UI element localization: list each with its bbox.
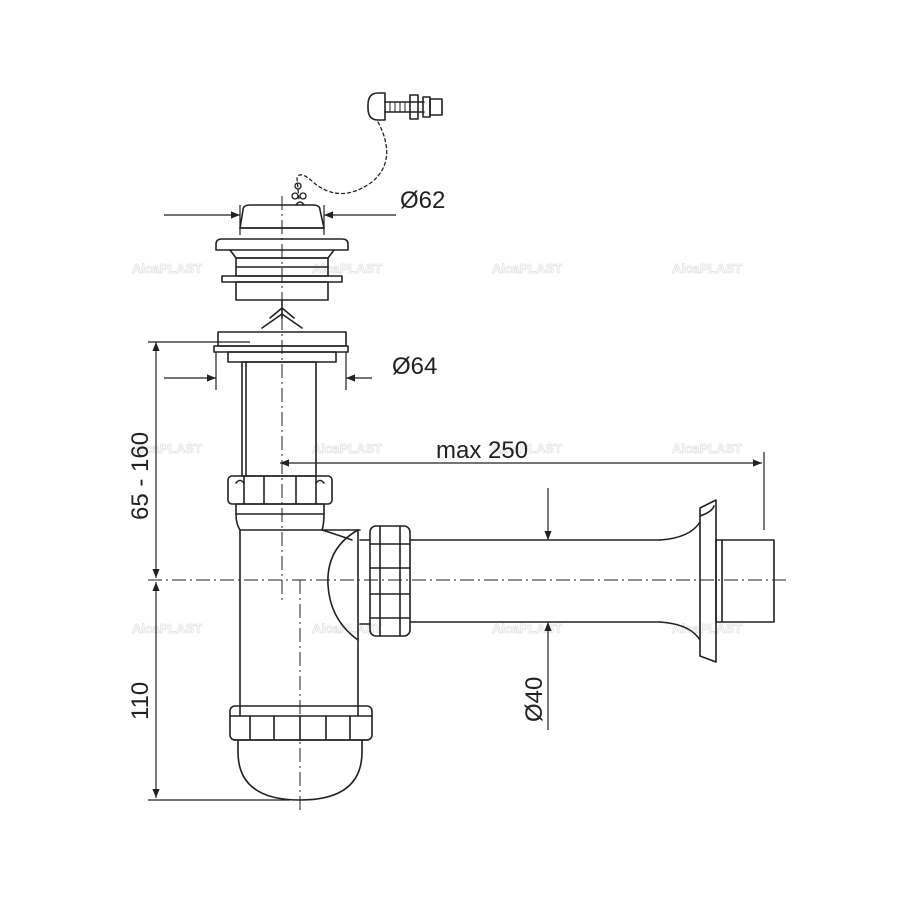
watermark: AlcaPLAST (132, 261, 202, 276)
upper-flange (213, 331, 349, 363)
wall-rosette (699, 499, 775, 663)
watermark: AlcaPLAST (492, 441, 562, 456)
center-lines (148, 196, 790, 810)
watermark: AlcaPLAST (312, 261, 382, 276)
lower-nut (229, 705, 373, 741)
trap-body (235, 513, 361, 717)
watermark: AlcaPLAST (492, 261, 562, 276)
flange-diameter-label: Ø64 (392, 353, 437, 380)
height-range-label: 65 - 160 (127, 432, 154, 520)
watermark: AlcaPLAST (132, 441, 202, 456)
trap-depth-label: 110 (127, 682, 154, 720)
pipe-diameter-label: Ø40 (521, 677, 548, 722)
dimension-labels: Ø62 Ø64 max 250 65 - 160 110 Ø40 (127, 187, 548, 722)
watermark: AlcaPLAST (672, 621, 742, 636)
upper-nut (227, 475, 333, 515)
dimension-lines (148, 205, 765, 801)
ball-chain (291, 121, 388, 201)
max-length-label: max 250 (436, 437, 528, 464)
watermark: AlcaPLAST (672, 441, 742, 456)
watermark: AlcaPLAST (132, 621, 202, 636)
outlet-pipe (409, 521, 701, 641)
outlet-connector-nut (359, 525, 411, 637)
tailpiece-pipe (241, 361, 317, 477)
watermark: AlcaPLAST (312, 441, 382, 456)
watermark: AlcaPLAST (492, 621, 562, 636)
stopper-diameter-label: Ø62 (400, 187, 445, 214)
watermark: AlcaPLAST (672, 261, 742, 276)
chain-hook (367, 92, 443, 121)
